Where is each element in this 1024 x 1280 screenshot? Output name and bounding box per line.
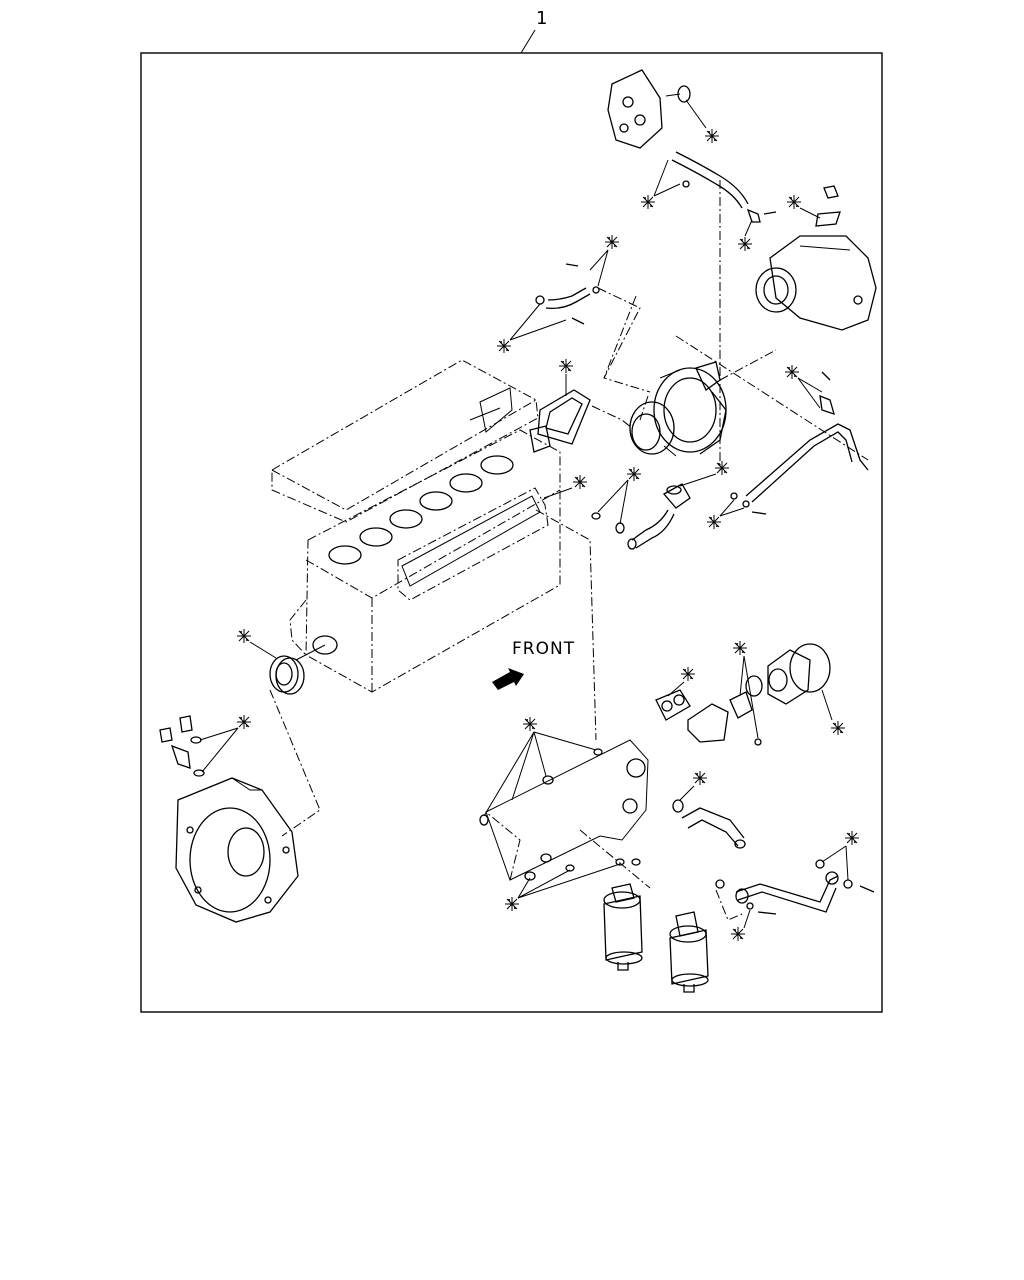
oil-filter-secondary bbox=[669, 911, 709, 993]
head-cover-gasket bbox=[271, 359, 539, 523]
kit-marker-front-cover bbox=[704, 128, 720, 144]
kit-marker-coolant-pipe-top bbox=[604, 234, 620, 250]
water-bypass-pipe bbox=[672, 799, 746, 849]
kit-marker-oil-feed-washer bbox=[737, 236, 753, 252]
callout-number: 1 bbox=[536, 8, 547, 29]
oil-line-lower bbox=[715, 859, 875, 915]
kit-marker-rear-seal bbox=[236, 628, 252, 644]
kit-marker-thermo-gasket-2 bbox=[732, 640, 748, 656]
kit-marker-filter-orings bbox=[504, 896, 520, 912]
side-cover-gasket bbox=[397, 487, 549, 601]
kit-marker-drain-flange bbox=[714, 460, 730, 476]
kit-marker-drain-washer bbox=[572, 474, 588, 490]
kit-marker-actuator-top bbox=[784, 364, 800, 380]
front-arrow-icon bbox=[492, 668, 524, 690]
cylinder-bores bbox=[328, 455, 514, 565]
kit-marker-lower-line-bolt bbox=[730, 926, 746, 942]
front-cover bbox=[607, 69, 691, 149]
front-label: FRONT bbox=[512, 639, 575, 659]
kit-marker-coolant-pipe-bottom bbox=[496, 338, 512, 354]
oil-cooler-housing bbox=[479, 739, 649, 881]
actuator-line bbox=[730, 371, 869, 515]
turbo-gasket-flange bbox=[529, 389, 591, 453]
kit-marker-flywheel-orings bbox=[236, 714, 252, 730]
thermostat-gaskets bbox=[655, 643, 831, 746]
manifold-bracket bbox=[815, 185, 841, 227]
exhaust-manifold bbox=[755, 235, 877, 331]
kit-marker-thermo-oring bbox=[830, 720, 846, 736]
kit-marker-drain-pipe bbox=[626, 466, 642, 482]
kit-marker-cooler-orings bbox=[522, 716, 538, 732]
turbocharger bbox=[629, 361, 727, 457]
callout-leader bbox=[520, 29, 536, 54]
kit-marker-bypass-oring bbox=[692, 770, 708, 786]
kit-marker-manifold-gasket bbox=[786, 194, 802, 210]
rear-oil-seal bbox=[269, 644, 326, 695]
diagram-frame bbox=[140, 52, 883, 1013]
flywheel-housing bbox=[175, 777, 299, 923]
filter-orings bbox=[524, 853, 641, 881]
oil-filter-primary bbox=[603, 883, 643, 971]
kit-marker-thermo-gasket-1 bbox=[680, 666, 696, 682]
kit-marker-oil-feed bbox=[640, 194, 656, 210]
kit-marker-lower-line bbox=[844, 830, 860, 846]
turbo-oil-drain-pipe bbox=[591, 483, 691, 550]
kit-marker-actuator-bottom bbox=[706, 514, 722, 530]
turbo-oil-feed-pipe bbox=[671, 151, 777, 223]
flywheel-sensor-bolts bbox=[159, 715, 205, 777]
turbo-coolant-pipe bbox=[535, 263, 600, 325]
kit-marker-turbo-gasket bbox=[558, 358, 574, 374]
